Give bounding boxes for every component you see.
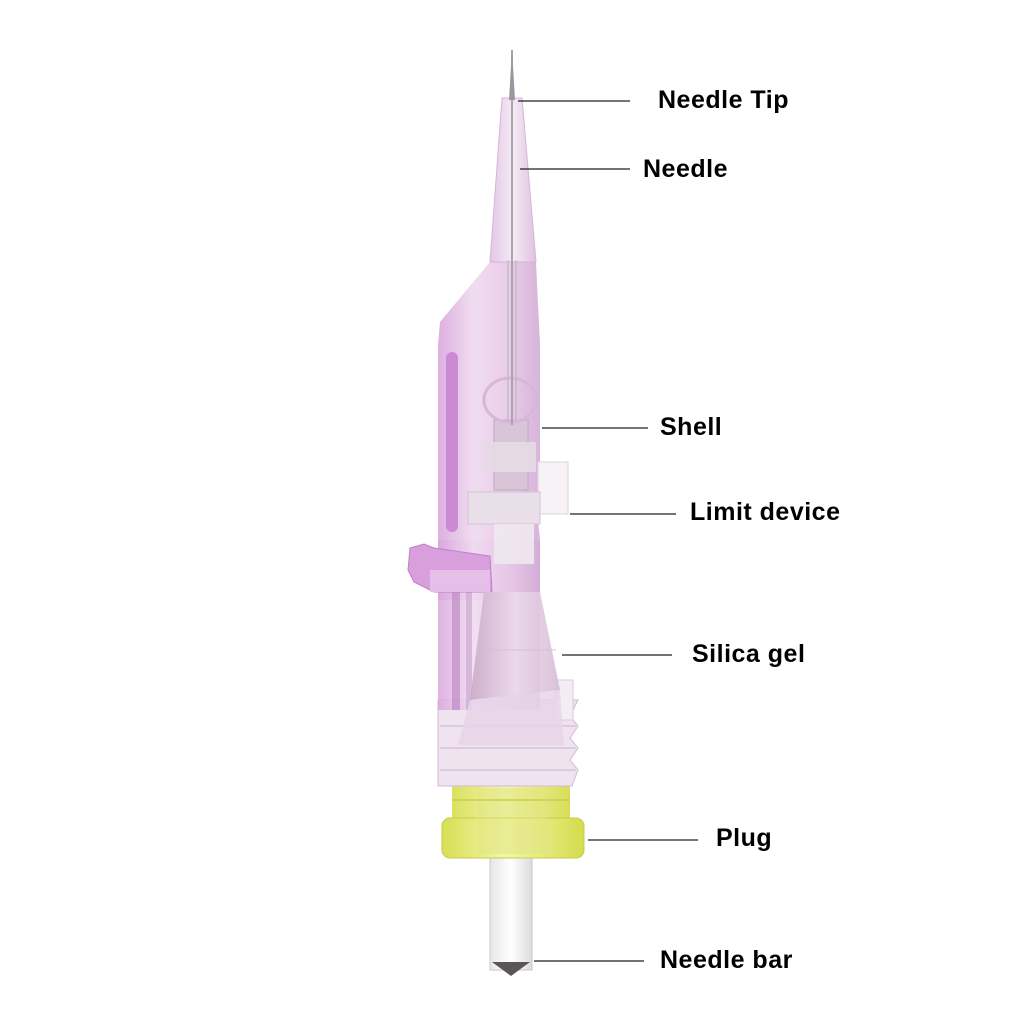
silica-gel-part [458, 592, 564, 745]
label-silica-gel: Silica gel [692, 640, 806, 668]
label-plug: Plug [716, 824, 773, 852]
label-limit-device: Limit device [690, 498, 841, 526]
plug-part [441, 782, 585, 859]
inner-guide-part [482, 376, 538, 491]
leader-lines [518, 100, 698, 962]
shell-wing-part [407, 543, 493, 593]
needle-bar-part [489, 857, 533, 976]
needle-part [507, 48, 517, 425]
label-needle-tip: Needle Tip [658, 86, 789, 114]
label-needle-bar: Needle bar [660, 946, 793, 974]
label-needle: Needle [643, 155, 728, 183]
label-shell: Shell [660, 413, 723, 441]
limit-device-part [467, 461, 569, 564]
